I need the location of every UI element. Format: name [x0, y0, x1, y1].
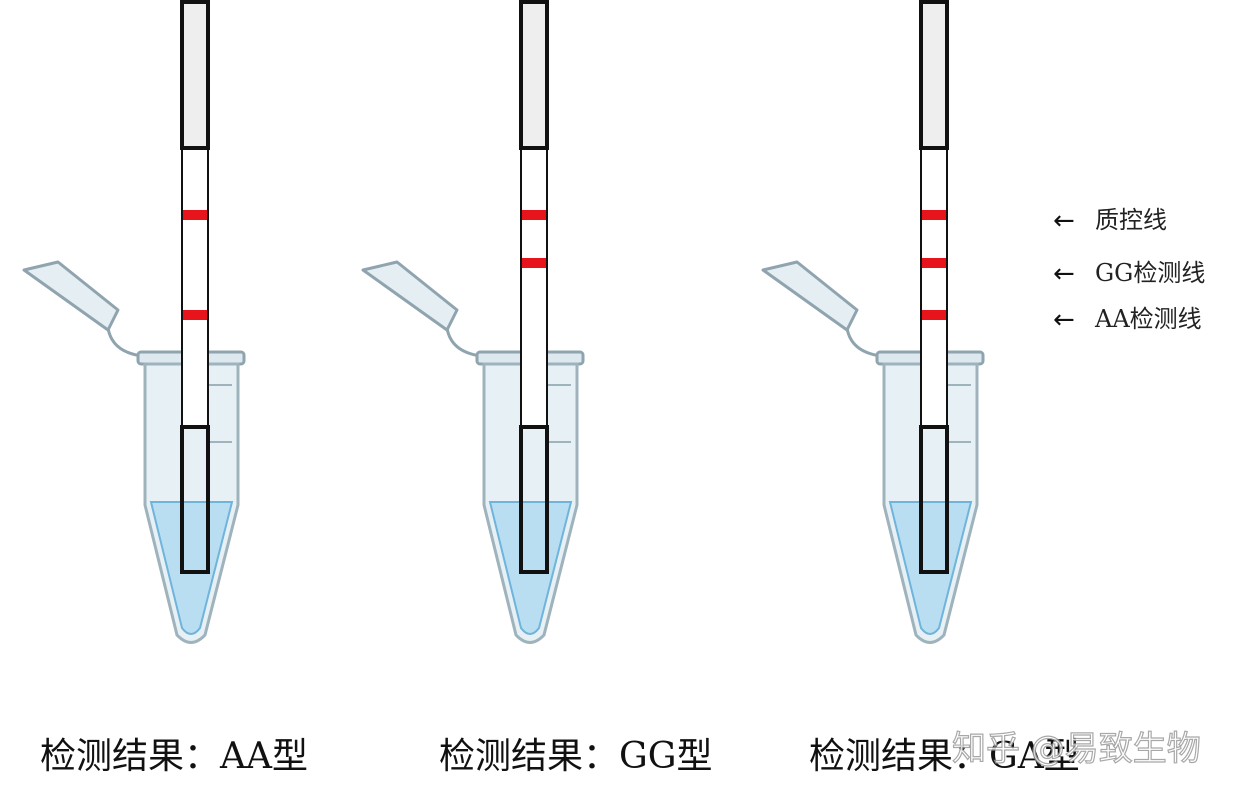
strip-sample-pad — [180, 425, 210, 574]
tube-liquid — [488, 501, 573, 635]
tube-lid — [761, 260, 859, 332]
legend-item-aa: ← AA检测线 — [1053, 305, 1202, 335]
legend-label: 质控线 — [1095, 206, 1167, 234]
line-legend: ← 质控线 ← GG检测线 ← AA检测线 — [1053, 206, 1205, 335]
strip-membrane — [181, 147, 209, 429]
strip-membrane — [520, 147, 548, 429]
gg-test-line — [522, 258, 546, 268]
control-line — [522, 210, 546, 220]
strip-sample-pad — [919, 425, 949, 574]
test-strip — [519, 0, 549, 574]
test-unit-aa: 检测结果：AA型 — [22, 0, 308, 777]
aa-test-line — [922, 310, 946, 320]
tube-liquid — [888, 501, 973, 635]
tube-hinge — [445, 327, 482, 358]
strip-absorbent-pad — [180, 0, 210, 150]
test-unit-ga: 检测结果：GA型 — [761, 0, 1080, 777]
tube-liquid — [149, 501, 234, 635]
strip-membrane — [920, 147, 948, 429]
left-arrow-icon: ← — [1053, 259, 1075, 289]
test-strip — [180, 0, 210, 574]
control-line — [183, 210, 207, 220]
result-label: 检测结果：AA型 — [40, 736, 308, 777]
tube-lid — [22, 260, 120, 332]
tube-hinge — [106, 327, 143, 358]
control-line — [922, 210, 946, 220]
aa-test-line — [183, 310, 207, 320]
tube-lid — [361, 260, 459, 332]
strip-sample-pad — [519, 425, 549, 574]
legend-label: AA检测线 — [1094, 305, 1202, 333]
strip-absorbent-pad — [519, 0, 549, 150]
result-label: 检测结果：GG型 — [439, 736, 713, 777]
left-arrow-icon: ← — [1053, 305, 1075, 335]
test-unit-gg: 检测结果：GG型 — [361, 0, 713, 777]
left-arrow-icon: ← — [1053, 206, 1075, 236]
sample-tube — [761, 260, 985, 644]
result-label: 检测结果：GA型 — [809, 736, 1080, 777]
tube-hinge — [845, 327, 882, 358]
legend-item-gg: ← GG检测线 — [1053, 259, 1205, 289]
legend-item-control: ← 质控线 — [1053, 206, 1167, 236]
strip-absorbent-pad — [919, 0, 949, 150]
sample-tube — [22, 260, 246, 644]
gg-test-line — [922, 258, 946, 268]
test-strip — [919, 0, 949, 574]
legend-label: GG检测线 — [1095, 259, 1205, 287]
watermark: 知乎 @易致生物 — [952, 729, 1201, 769]
sample-tube — [361, 260, 585, 644]
